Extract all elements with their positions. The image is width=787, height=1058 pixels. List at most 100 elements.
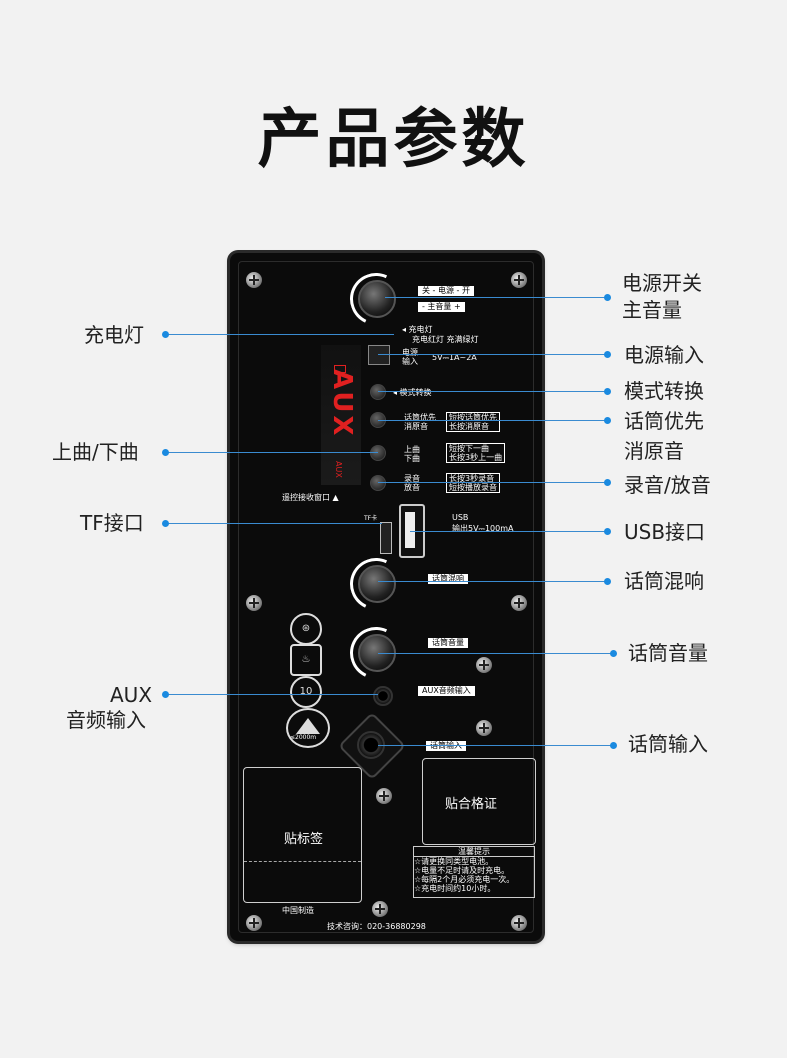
track-box-line1: 短按下一曲 [449, 444, 489, 453]
power-input-jack[interactable] [368, 345, 390, 365]
mic-volume-tag: 话筒音量 [428, 638, 468, 648]
panel-border [238, 261, 534, 933]
cert-10-icon: 10 [290, 676, 322, 708]
callout-aux: AUX [110, 683, 153, 707]
callout-mic-volume: 话筒音量 [628, 641, 708, 665]
qualified-sticker-text: 贴合格证 [445, 797, 498, 812]
record-label2: 放音 [404, 483, 420, 492]
callout-audio-input: 音频输入 [66, 708, 146, 732]
track-box-line2: 长按3秒上一曲 [449, 453, 503, 462]
callout-dot [604, 479, 611, 486]
record-box: 长按3秒录音 短按播放录音 [446, 473, 500, 493]
page-title: 产品参数 [257, 103, 530, 177]
callout-mic-priority: 话筒优先 [624, 409, 704, 433]
tech-support-label: 技术咨询：020-36880298 [327, 922, 426, 931]
screw-icon [476, 657, 492, 673]
callout-mode-switch: 模式转换 [624, 379, 704, 403]
track-label2: 下曲 [404, 454, 420, 463]
mic-box-line1: 短按话筒优先 [449, 413, 497, 422]
callout-line [378, 391, 609, 392]
charge-lamp-label: ◂ 充电灯 [402, 325, 433, 334]
screw-icon [476, 720, 492, 736]
screw-icon [246, 915, 262, 931]
echo-tag: 话筒混响 [428, 574, 468, 584]
usb-spec: 输出5V⎓100mA [452, 524, 514, 533]
callout-vocal-cancel: 消原音 [624, 439, 684, 463]
callout-dot [162, 449, 169, 456]
callout-charge-lamp: 充电灯 [84, 323, 144, 347]
warning-title: 温馨提示 [414, 847, 534, 857]
power-volume-knob[interactable] [358, 280, 396, 318]
warning-line: ☆每隔2个月必须充电一次。 [414, 875, 515, 884]
screw-icon [246, 595, 262, 611]
ccc-icon: ⊛ [290, 613, 322, 645]
tf-card-slot[interactable] [380, 522, 392, 554]
label-sticker-area: 贴标签 [243, 767, 362, 903]
callout-line [166, 334, 394, 335]
charge-lamp-desc: 充电红灯 充满绿灯 [412, 335, 479, 344]
screw-icon [376, 788, 392, 804]
callout-line [166, 452, 378, 453]
remote-window-label: 遥控接收窗口 ▲ [282, 493, 339, 502]
callout-line [378, 581, 609, 582]
callout-usb: USB接口 [624, 520, 706, 544]
display-small-text: AUX [334, 461, 343, 478]
track-label: 上曲 [404, 445, 420, 454]
mic-input-tag: 话筒输入 [426, 741, 466, 751]
mode-switch-button[interactable] [370, 384, 386, 400]
callout-power-switch: 电源开关 [622, 271, 702, 295]
mic-priority-box: 短按话筒优先 长按消原音 [446, 412, 500, 432]
callout-line [166, 523, 382, 524]
callout-record: 录音/放音 [624, 473, 711, 497]
track-button[interactable] [370, 445, 386, 461]
power-input-label2: 输入 [402, 357, 418, 366]
callout-dot [604, 417, 611, 424]
record-box-line2: 短按播放录音 [449, 483, 497, 492]
callout-line [385, 297, 609, 298]
callout-dot [604, 351, 611, 358]
callout-dot [604, 578, 611, 585]
record-box-line1: 长按3秒录音 [449, 474, 495, 483]
callout-line [378, 653, 614, 654]
callout-dot [610, 742, 617, 749]
led-display: AUX AUX [321, 345, 361, 485]
screw-icon [372, 901, 388, 917]
warning-box: 温馨提示 ☆请更换同类型电池。 ☆电量不足时请及时充电。 ☆每隔2个月必须充电一… [413, 846, 535, 898]
callout-line [378, 745, 614, 746]
callout-dot [162, 691, 169, 698]
callout-dot [162, 331, 169, 338]
callout-dot [610, 650, 617, 657]
screw-icon [246, 272, 262, 288]
callout-dot [604, 294, 611, 301]
hot-surface-icon: ♨ [290, 644, 322, 676]
callout-line [378, 482, 609, 483]
callout-dot [604, 528, 611, 535]
warning-line: ☆请更换同类型电池。 [414, 857, 494, 866]
altitude-icon [286, 708, 330, 748]
callout-mic-input: 话筒输入 [628, 732, 708, 756]
usb-label: USB [452, 513, 469, 522]
warning-line: ☆电量不足时请及时充电。 [414, 866, 510, 875]
screw-icon [511, 915, 527, 931]
callout-line [166, 694, 378, 695]
callout-main-volume: 主音量 [622, 298, 682, 322]
record-button[interactable] [370, 475, 386, 491]
mic-priority-label: 话筒优先 [404, 413, 436, 422]
callout-line [378, 354, 609, 355]
power-tag: 关 - 电源 - 开 [418, 286, 474, 296]
made-in-label: 中国制造 [282, 906, 314, 915]
screw-icon [511, 272, 527, 288]
callout-dot [604, 388, 611, 395]
battery-icon [334, 365, 346, 373]
callout-line [378, 420, 609, 421]
power-input-label: 电源 [402, 348, 418, 357]
display-mode-text: AUX [327, 369, 357, 439]
callout-line [410, 531, 609, 532]
altitude-label: ≤2000m [290, 734, 317, 741]
aux-input-jack[interactable] [373, 686, 393, 706]
callout-tf: TF接口 [80, 511, 144, 535]
mode-switch-label: ◂ 模式转换 [393, 388, 432, 397]
tf-label: TF卡 [364, 515, 378, 522]
qualified-sticker-area: 贴合格证 [422, 758, 536, 845]
echo-knob[interactable] [358, 565, 396, 603]
